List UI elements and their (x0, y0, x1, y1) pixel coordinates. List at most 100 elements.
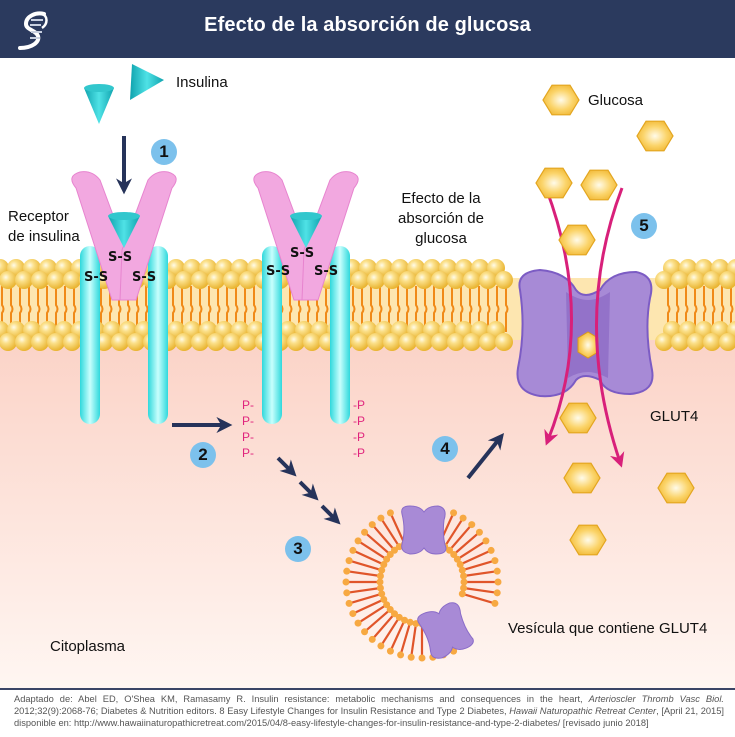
citation-url[interactable]: disponible en: http://www.hawaiinaturopa… (14, 718, 649, 728)
glucose-hexagon (563, 462, 601, 494)
step-5-badge: 5 (631, 213, 657, 239)
lipid-head (479, 333, 497, 351)
lipid-head (0, 271, 17, 289)
lipid-head (431, 271, 449, 289)
insulin-receptor-2 (253, 171, 359, 301)
effect-label-line3: glucosa (415, 230, 467, 247)
lipid-head (15, 271, 33, 289)
lipid-head (479, 271, 497, 289)
vesicle-label: Vesícula que contiene GLUT4 (508, 620, 708, 637)
lipid-head (111, 333, 129, 351)
lipid-head (687, 333, 705, 351)
glucose-hexagon (542, 84, 580, 116)
lipid-head (383, 333, 401, 351)
lipid-head (399, 271, 417, 289)
transport-path-right (595, 187, 625, 468)
lipid-head (655, 271, 673, 289)
lipid-head (671, 333, 689, 351)
lipid-head (15, 333, 33, 351)
glucose-hexagon (657, 472, 695, 504)
lipid-head (671, 271, 689, 289)
lipid-head (719, 333, 735, 351)
glucose-hexagon (535, 167, 573, 199)
lipid-head (47, 333, 65, 351)
glut4-label: GLUT4 (650, 408, 699, 425)
vesicle-glut4-top (401, 505, 447, 555)
step-4-badge: 4 (432, 436, 458, 462)
glut4-vesicle (342, 509, 502, 662)
lipid-head (191, 333, 209, 351)
lipid-head (175, 271, 193, 289)
lipid-head (463, 271, 481, 289)
transport-path-left (544, 187, 573, 446)
receptor-2-stalks (262, 246, 350, 424)
phosphate-right-3: -P (353, 430, 365, 444)
lipid-head (31, 333, 49, 351)
receptor-label-line2: de insulina (8, 228, 80, 245)
glucose-hexagon (558, 224, 596, 256)
lipid-head (207, 271, 225, 289)
citation-footer: Adaptado de: Abel ED, O'Shea KM, Ramasam… (0, 688, 735, 737)
phosphate-left-4: P- (242, 446, 254, 460)
glucose-hexagon (580, 169, 618, 201)
diagram-canvas: Insulina Receptor de insulina Efecto de … (0, 58, 735, 688)
insulin-receptor-1 (71, 171, 177, 301)
lipid-head (239, 333, 257, 351)
glucose-hexagon (559, 402, 597, 434)
page-title: Efecto de la absorción de glucosa (204, 14, 531, 36)
glucose-label: Glucosa (588, 92, 644, 109)
citation-source: Hawaii Naturopathic Retreat Center (509, 706, 657, 716)
lipid-head (495, 271, 513, 289)
lipid-head (63, 333, 81, 351)
lipid-head (703, 271, 721, 289)
step-3-badge: 3 (285, 536, 311, 562)
step-2-badge: 2 (190, 442, 216, 468)
free-insulin-molecules (84, 64, 164, 124)
glucose-hexagon (569, 524, 607, 556)
lipid-head (223, 333, 241, 351)
citation-part2: 2012;32(9):2068-76; Diabetes & Nutrition… (14, 706, 507, 716)
lipid-head (47, 271, 65, 289)
citation-text: Adaptado de: Abel ED, O'Shea KM, Ramasam… (14, 693, 724, 729)
lipid-head (175, 333, 193, 351)
lipid-head (495, 333, 513, 351)
lipid-head (431, 333, 449, 351)
lipid-head (415, 271, 433, 289)
disulfide-bond-r2-top: S-S (290, 246, 315, 261)
step-3-arrows (276, 456, 341, 525)
dna-logo-icon (18, 11, 48, 50)
lipid-head (719, 271, 735, 289)
bound-insulin-2 (290, 216, 322, 248)
disulfide-bond-r1-top: S-S (108, 250, 133, 265)
bound-insulin-1 (108, 216, 140, 248)
receptor-label-line1: Receptor (8, 208, 69, 225)
lipid-head (287, 333, 305, 351)
step-1-badge: 1 (151, 139, 177, 165)
phosphate-left-2: P- (242, 414, 254, 428)
disulfide-bond-r1-right: S-S (132, 270, 157, 285)
diagram-svg (0, 64, 735, 688)
lipid-head (239, 271, 257, 289)
lipid-head (303, 333, 321, 351)
phosphate-left-3: P- (242, 430, 254, 444)
lipid-head (463, 333, 481, 351)
citation-prefix: Adaptado de: Abel ED, O'Shea KM, Ramasam… (14, 694, 583, 704)
insulin-label: Insulina (176, 74, 228, 91)
lipid-head (0, 333, 17, 351)
step-4-arrow (466, 433, 504, 480)
disulfide-bond-r2-right: S-S (314, 264, 339, 279)
lipid-head (447, 271, 465, 289)
lipid-head (367, 271, 385, 289)
lipid-head (383, 271, 401, 289)
lipid-head (207, 333, 225, 351)
lipid-head (447, 333, 465, 351)
phosphate-right-4: -P (353, 446, 365, 460)
header-bar: Efecto de la absorción de glucosa (0, 0, 735, 58)
lipid-head (655, 333, 673, 351)
lipid-head (687, 271, 705, 289)
phosphate-left-1: P- (242, 398, 254, 412)
lipid-head (399, 333, 417, 351)
lipid-head (351, 333, 369, 351)
citation-journal: Arterioscler Thromb Vasc Biol. (588, 694, 724, 704)
receptor-1-stalks (80, 246, 168, 424)
